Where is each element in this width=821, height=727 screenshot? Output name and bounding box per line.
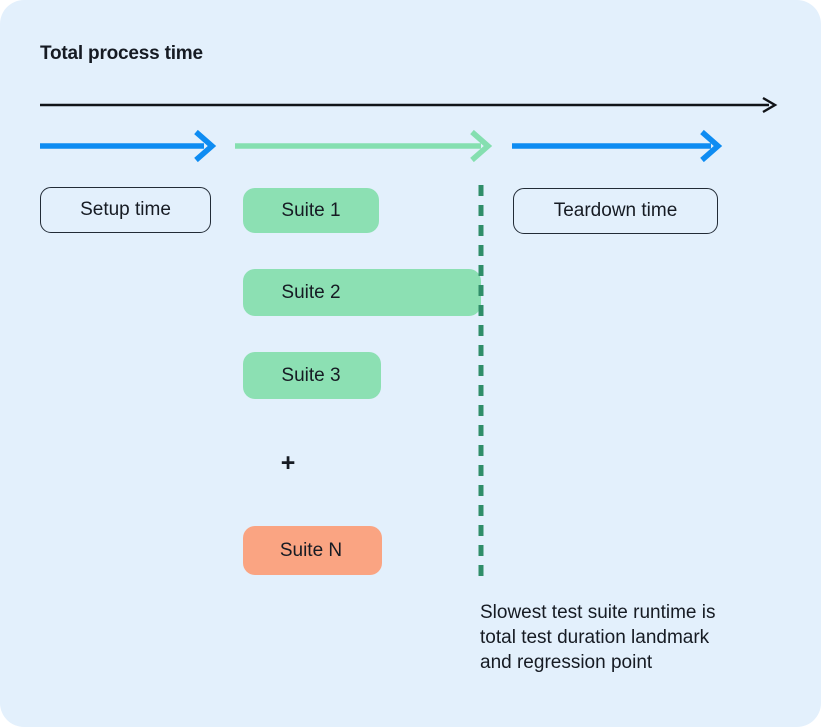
setup-time-label: Setup time <box>80 199 171 220</box>
suite-3-label: Suite 3 <box>281 364 341 386</box>
suite-n-bar: Suite N <box>243 526 382 575</box>
slowest-suite-threshold-line <box>478 185 484 577</box>
suite-1-bar: Suite 1 <box>243 188 379 233</box>
suite-n-label: Suite N <box>279 539 343 561</box>
teardown-arrow <box>512 129 723 163</box>
suite-2-bar: Suite 2 <box>243 269 481 316</box>
suite-2-label: Suite 2 <box>281 281 341 303</box>
setup-arrow <box>40 129 217 163</box>
teardown-time-box: Teardown time <box>513 188 718 234</box>
annotation-line-1: Slowest test suite runtime is <box>480 602 716 623</box>
setup-time-box: Setup time <box>40 187 211 233</box>
suite-3-bar: Suite 3 <box>243 352 381 399</box>
annotation-line-2: total test duration landmark <box>480 627 710 648</box>
diagram-title: Total process time <box>40 43 203 64</box>
suite-1-label: Suite 1 <box>281 199 341 221</box>
threshold-annotation: Slowest test suite runtime is total test… <box>480 600 780 675</box>
total-process-arrow <box>40 96 778 114</box>
more-suites-plus-icon: + <box>280 449 296 477</box>
suites-arrow <box>235 129 493 163</box>
annotation-line-3: and regression point <box>480 652 653 673</box>
teardown-time-label: Teardown time <box>553 200 678 221</box>
